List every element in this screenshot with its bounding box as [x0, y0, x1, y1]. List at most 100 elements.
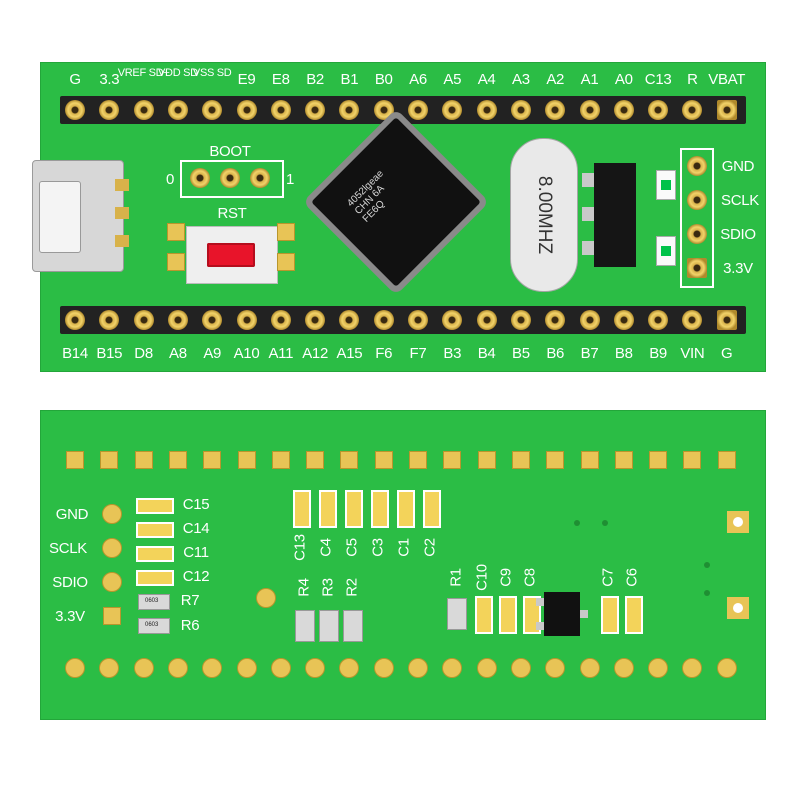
pin-label: VIN [680, 345, 705, 362]
swd-label-gnd: GND [721, 158, 755, 175]
crystal-oscillator: 8.00MHZ [510, 138, 578, 292]
solder-pad [373, 658, 394, 678]
pin-label: B15 [96, 345, 123, 362]
solder-pad [648, 658, 669, 678]
header-pin[interactable] [476, 100, 497, 120]
component-label: C8 [521, 568, 539, 587]
solder-pad [306, 451, 325, 469]
boot-pin[interactable] [220, 168, 240, 188]
header-pin[interactable] [716, 310, 737, 330]
boot-pin[interactable] [250, 168, 270, 188]
header-pin[interactable] [99, 310, 120, 330]
header-pin[interactable] [510, 310, 531, 330]
component-label: C10 [473, 564, 491, 591]
header-pin[interactable] [682, 100, 703, 120]
header-pin[interactable] [65, 100, 85, 120]
pin-label: A0 [614, 71, 633, 88]
header-pin[interactable] [545, 310, 566, 330]
capacitor [475, 596, 493, 634]
pin-label: 3.3 [99, 71, 120, 88]
pin-label: G [721, 345, 733, 362]
pin-label: B8 [614, 345, 633, 362]
solder-pad [270, 658, 291, 678]
pin-label: C13 [644, 71, 672, 88]
header-pin[interactable] [648, 310, 669, 330]
pin-label: A8 [169, 345, 187, 362]
header-pin[interactable] [408, 310, 428, 330]
boot-label: BOOT [209, 143, 251, 160]
top-pin-header [60, 96, 746, 124]
pin-label: B6 [546, 345, 565, 362]
header-pin[interactable] [613, 100, 634, 120]
reset-button[interactable] [186, 226, 278, 284]
test-point [256, 588, 276, 608]
swd-pad[interactable] [102, 538, 122, 558]
swd-pad[interactable] [103, 607, 121, 625]
pin-label: A5 [443, 71, 462, 88]
solder-pad [546, 451, 565, 469]
header-pin[interactable] [202, 310, 223, 330]
header-pin[interactable] [408, 100, 428, 120]
pin-label: E9 [237, 71, 256, 88]
resistor-r6: 0603 [138, 618, 170, 634]
swd-pad[interactable] [102, 572, 122, 592]
header-pin[interactable] [65, 310, 85, 330]
header-pin[interactable] [476, 310, 497, 330]
boot-right-label: 1 [285, 171, 295, 188]
header-pin[interactable] [373, 310, 394, 330]
capacitor-c12 [136, 570, 174, 586]
pin-label: G [69, 71, 81, 88]
header-pin[interactable] [236, 100, 257, 120]
swd-pin[interactable] [687, 224, 707, 244]
header-pin[interactable] [270, 100, 291, 120]
solder-pad [408, 658, 428, 678]
header-pin[interactable] [99, 100, 120, 120]
boot-pin[interactable] [190, 168, 210, 188]
swd-pin[interactable] [687, 156, 707, 176]
header-pin[interactable] [339, 100, 360, 120]
header-pin[interactable] [236, 310, 257, 330]
header-pin[interactable] [305, 310, 326, 330]
swd-pin[interactable] [687, 258, 707, 278]
header-pin[interactable] [579, 100, 600, 120]
label-r7: R7 [180, 592, 200, 609]
reset-pad [277, 253, 295, 271]
header-pin[interactable] [682, 310, 703, 330]
capacitor-label: C1 [395, 538, 413, 557]
pin-label: A3 [512, 71, 530, 88]
solder-pad [374, 451, 393, 469]
capacitor-label: C4 [317, 538, 335, 557]
header-pin[interactable] [133, 100, 154, 120]
header-pin[interactable] [442, 100, 463, 120]
header-pin[interactable] [167, 310, 188, 330]
component-label: C9 [497, 568, 515, 587]
capacitor-label: C3 [369, 538, 387, 557]
header-pin[interactable] [716, 100, 737, 120]
header-pin[interactable] [270, 310, 291, 330]
solder-pad [339, 658, 360, 678]
solder-pad [271, 451, 290, 469]
header-pin[interactable] [305, 100, 326, 120]
reset-pad [167, 223, 185, 241]
header-pin[interactable] [133, 310, 154, 330]
header-pin[interactable] [613, 310, 634, 330]
solder-pad [580, 451, 599, 469]
header-pin[interactable] [579, 310, 600, 330]
header-pin[interactable] [167, 100, 188, 120]
solder-pad [510, 658, 531, 678]
header-pin[interactable] [510, 100, 531, 120]
swd-pin[interactable] [687, 190, 707, 210]
resistor-label: R2 [343, 578, 361, 597]
header-pin[interactable] [373, 100, 394, 120]
header-pin[interactable] [339, 310, 360, 330]
via [574, 520, 580, 526]
header-pin[interactable] [202, 100, 223, 120]
swd-pad[interactable] [102, 504, 122, 524]
mounting-hole [727, 511, 749, 533]
header-pin[interactable] [545, 100, 566, 120]
component-label: R1 [447, 568, 465, 587]
solder-pad [614, 451, 633, 469]
header-pin[interactable] [648, 100, 669, 120]
header-pin[interactable] [442, 310, 463, 330]
solder-pad [167, 658, 188, 678]
